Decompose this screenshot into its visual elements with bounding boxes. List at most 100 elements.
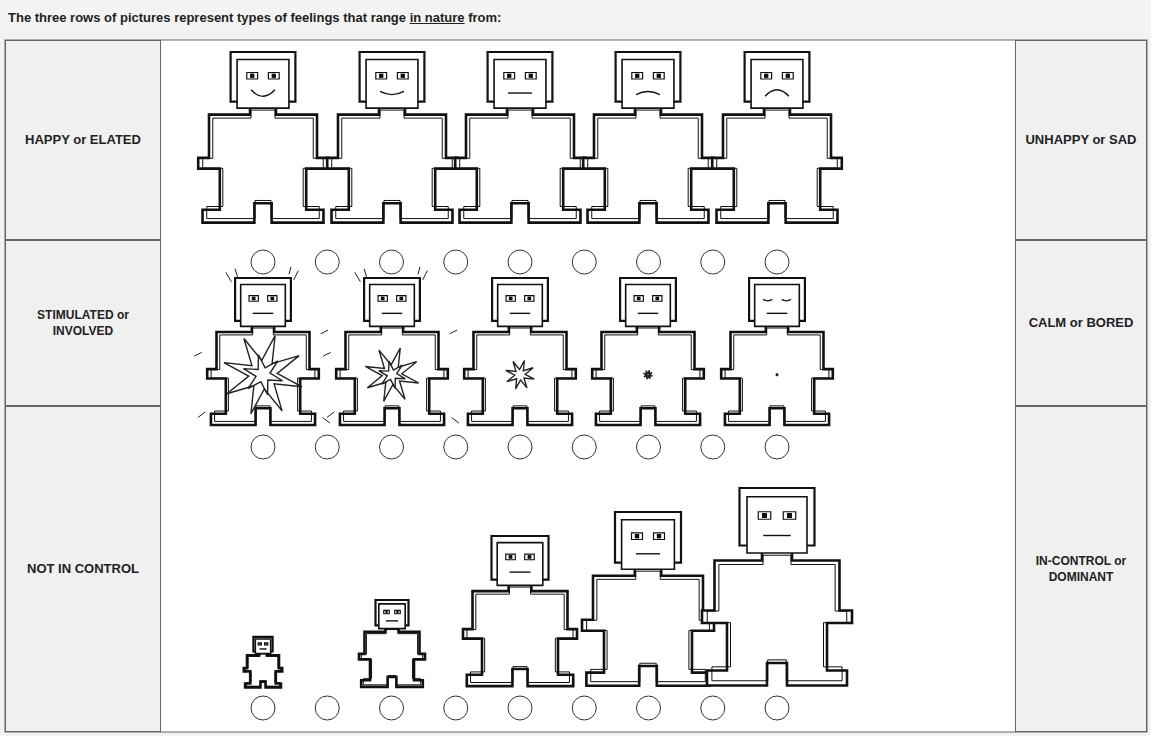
figure-part: [506, 296, 515, 302]
figure-part: [268, 73, 279, 79]
manikin-figure: [592, 278, 704, 425]
arousal-burst: [506, 360, 534, 388]
figure-part: [207, 325, 319, 425]
figure-part: [507, 74, 511, 78]
manikin-figure: [583, 52, 713, 223]
figure-part: [654, 533, 665, 540]
arousal-burst: [644, 370, 653, 379]
figure-part: [587, 571, 710, 681]
figure-part: [764, 74, 768, 78]
figure-part: [712, 106, 842, 223]
figure-part: [380, 91, 404, 94]
label-cell: HAPPY or ELATED: [5, 40, 161, 240]
rating-circle: [444, 696, 468, 720]
arousal-burst: [243, 355, 282, 395]
figure-part: [203, 110, 324, 218]
underlined-text: in nature: [410, 10, 465, 25]
figure-part: [259, 648, 266, 649]
figure-part: [249, 296, 258, 302]
figure-part: [596, 328, 700, 421]
figure-part: [626, 285, 671, 327]
figure-part: [761, 73, 772, 79]
rating-circle: [251, 250, 275, 274]
figure-part: [763, 299, 791, 300]
manikin-figure: [464, 278, 576, 425]
figure-part: [395, 610, 401, 613]
figure-part: [253, 313, 273, 314]
figure-part: [250, 74, 254, 78]
figure-part: [463, 584, 577, 687]
figure-part: [783, 512, 796, 520]
manikin-figure: [359, 600, 425, 687]
figure-part: [765, 90, 789, 96]
scale-label: STIMULATED or INVOLVED: [6, 307, 160, 339]
figure-part: [657, 74, 661, 78]
figure-part: [632, 73, 643, 79]
figure-part: [588, 110, 709, 218]
figure-part: [762, 513, 767, 518]
figure-part: [397, 296, 406, 302]
figure-part: [379, 604, 405, 629]
rating-circle: [508, 250, 532, 274]
figure-part: [268, 296, 277, 302]
manikin-figure: [327, 52, 457, 223]
rating-circle: [315, 250, 339, 274]
rating-circle: [765, 250, 789, 274]
manikin-figure: [244, 637, 282, 688]
figure-part: [525, 73, 536, 79]
figure-part: [258, 643, 261, 645]
rating-circle: [380, 250, 404, 274]
figure-part: [525, 296, 534, 302]
figure-part: [755, 285, 800, 327]
figure-part: [272, 74, 276, 78]
rating-circle: [637, 435, 661, 459]
manikin-figure: [463, 536, 577, 686]
figure-part: [763, 535, 791, 536]
figure-part: [582, 567, 714, 686]
figure-part: [634, 296, 643, 302]
figure-part: [653, 73, 664, 79]
manikin-figure: [198, 52, 328, 223]
figure-part: [340, 328, 444, 421]
figure-part: [252, 297, 256, 301]
arousal-burst: [365, 348, 418, 401]
figure-part: [717, 110, 838, 218]
manikin-figure: [721, 278, 833, 425]
figure-part: [251, 90, 275, 96]
rating-circle: [444, 250, 468, 274]
figure-part: [782, 73, 793, 79]
figure-part: [266, 643, 267, 644]
label-cell: NOT IN CONTROL: [5, 406, 161, 732]
label-cell: UNHAPPY or SAD: [1015, 40, 1147, 240]
scale-label: IN-CONTROL or DOMINANT: [1016, 553, 1146, 585]
figure-part: [510, 313, 530, 314]
rating-circle: [572, 435, 596, 459]
figure-part: [527, 297, 531, 301]
figure-part: [497, 543, 543, 586]
rating-circle: [508, 435, 532, 459]
rating-circle: [637, 250, 661, 274]
rating-circle: [380, 435, 404, 459]
figure-part: [528, 555, 532, 559]
figure-part: [455, 106, 585, 223]
manikin-figure: [582, 512, 714, 686]
figure-part: [721, 325, 833, 425]
figure-part: [332, 110, 453, 218]
figure-part: [767, 313, 787, 314]
figure-part: [529, 74, 533, 78]
figure-part: [632, 533, 643, 540]
figure-part: [270, 297, 274, 301]
figure-part: [508, 92, 532, 93]
rating-circle: [701, 435, 725, 459]
rating-circle: [572, 250, 596, 274]
figure-part: [245, 654, 281, 686]
rating-circle: [251, 696, 275, 720]
figure-part: [376, 73, 387, 79]
figure-part: [381, 297, 385, 301]
arousal-burst: [379, 361, 406, 388]
figure-part: [758, 512, 771, 520]
figure-part: [265, 643, 268, 645]
scale-label: CALM or BORED: [1023, 314, 1140, 332]
rating-circle: [508, 696, 532, 720]
